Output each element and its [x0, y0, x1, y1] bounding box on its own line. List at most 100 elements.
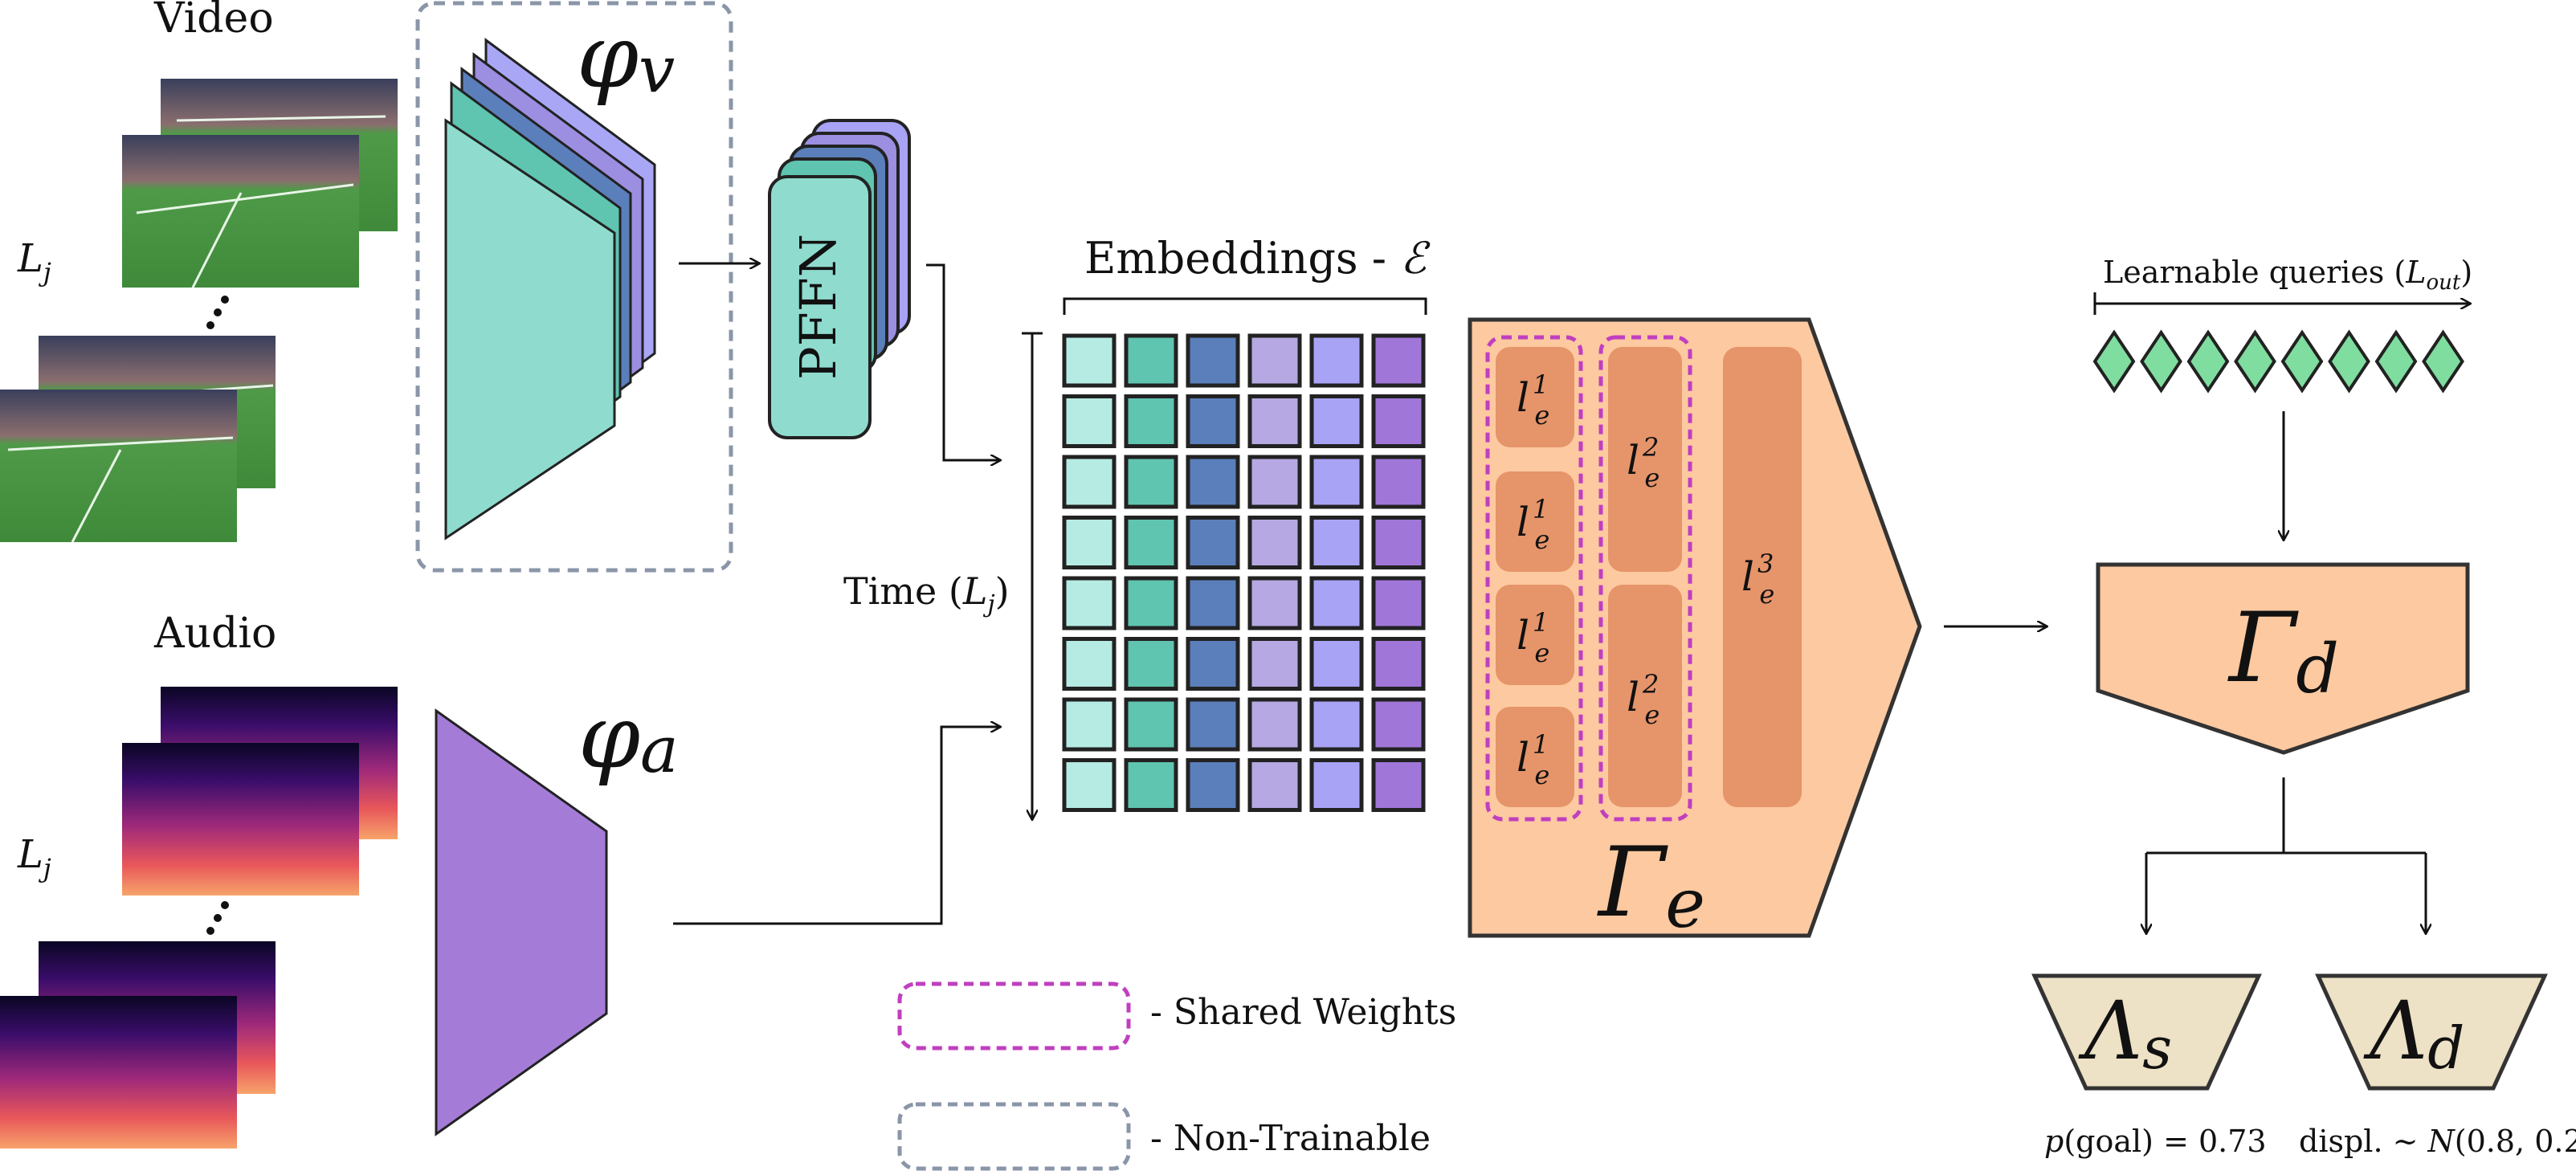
embedding-cell [1124, 333, 1178, 388]
embedding-cell [1309, 455, 1364, 509]
learnable-query [2186, 329, 2230, 394]
embedding-cell [1371, 394, 1426, 448]
learnable-query [2422, 329, 2464, 394]
arrow-audio-to-embeddings [673, 727, 1000, 925]
embedding-cell [1371, 455, 1426, 509]
pffn-stack [768, 119, 911, 439]
svg-text:l2e: l2e [1627, 669, 1659, 730]
audio-spectrograms [0, 687, 398, 1148]
embedding-cell [1247, 758, 1302, 812]
embedding-cell [1309, 758, 1364, 812]
svg-text:l1e: l1e [1517, 729, 1549, 790]
learnable-queries [2092, 329, 2464, 394]
svg-text:l1e: l1e [1517, 494, 1549, 555]
video-encoder [444, 38, 656, 541]
video-frames [0, 79, 398, 543]
embedding-cell [1062, 394, 1117, 448]
encoder-layer-1 [1496, 347, 1574, 447]
embedding-cell [1062, 637, 1117, 691]
embedding-cell [1124, 697, 1178, 752]
embedding-cell [1124, 758, 1178, 812]
encoder-layer-3 [1723, 347, 1802, 807]
non-trainable-box [415, 1, 733, 573]
embedding-cell [1309, 697, 1364, 752]
audio-label: Audio [153, 610, 276, 658]
video-frame [122, 135, 359, 288]
spectrogram [0, 996, 237, 1148]
audio-encoder [435, 708, 608, 1136]
encoder-layer-2 [1608, 585, 1682, 807]
embedding-cell [1186, 576, 1240, 630]
ellipsis-dots [206, 901, 229, 935]
embedding-cell [1186, 697, 1240, 752]
embedding-cell [1371, 576, 1426, 630]
embedding-cell [1124, 576, 1178, 630]
svg-text:l3e: l3e [1741, 549, 1774, 610]
shared-weights-group-1 [1485, 335, 1583, 822]
embedding-cell [1062, 333, 1117, 388]
embedding-cell [1247, 697, 1302, 752]
shared-weights-group-2 [1598, 335, 1692, 822]
embedding-cell [1247, 637, 1302, 691]
embedding-cell [1309, 394, 1364, 448]
legend-nontrainable-label: - Non-Trainable [1150, 1118, 1431, 1159]
embedding-cell [1186, 637, 1240, 691]
embeddings-label: Embeddings - ℰ [1084, 233, 1431, 284]
embedding-cell [1062, 516, 1117, 569]
embedding-cell [1186, 516, 1240, 569]
decoder-symbol: Γd [2227, 593, 2339, 708]
video-length-label: Lj [17, 236, 51, 288]
ellipsis-dots [206, 296, 229, 329]
score-head-symbol: Λs [2078, 984, 2172, 1082]
embedding-cell [1186, 455, 1240, 509]
legend-shared-label: - Shared Weights [1150, 992, 1456, 1033]
embedding-cell [1247, 333, 1302, 388]
embedding-cell [1124, 516, 1178, 569]
embedding-cell [1247, 576, 1302, 630]
learnable-query [2328, 329, 2370, 394]
embedding-cell [1062, 576, 1117, 630]
embedding-cell [1062, 758, 1117, 812]
audio-encoder-symbol: φa [578, 685, 679, 788]
legend-nontrainable-swatch [897, 1102, 1131, 1171]
learnable-query [2092, 329, 2136, 394]
learnable-query [2140, 329, 2182, 394]
svg-text:l1e: l1e [1517, 369, 1549, 430]
embedding-cell [1371, 758, 1426, 812]
transformer-decoder [2096, 562, 2470, 755]
embedding-cell [1247, 455, 1302, 509]
embedding-cell [1309, 576, 1364, 630]
legend-shared-swatch [897, 981, 1131, 1051]
encoder-symbol: Γe [1597, 827, 1705, 943]
learnable-query [2374, 329, 2418, 394]
embedding-cell [1124, 394, 1178, 448]
svg-text:l1e: l1e [1517, 607, 1549, 668]
embedding-cell [1186, 394, 1240, 448]
embedding-cell [1247, 394, 1302, 448]
embedding-cell [1124, 455, 1178, 509]
spectrogram [122, 743, 359, 896]
embedding-cell [1124, 637, 1178, 691]
video-label: Video [153, 0, 274, 43]
embeddings-brace [1063, 297, 1427, 315]
arrow-pffn-to-embeddings [926, 263, 1000, 460]
learnable-query [2234, 329, 2276, 394]
displacement-head [2315, 973, 2548, 1091]
embedding-cell [1062, 697, 1117, 752]
encoder-layer-1 [1496, 471, 1574, 572]
embedding-cell [1371, 697, 1426, 752]
audio-length-label: Lj [17, 832, 51, 883]
learnable-query [2280, 329, 2324, 394]
embedding-cell [1186, 333, 1240, 388]
legend: - Shared Weights - Non-Trainable [897, 981, 1456, 1171]
embedding-cell [1309, 333, 1364, 388]
embedding-cell [1309, 516, 1364, 569]
displacement-head-symbol: Λd [2363, 984, 2464, 1082]
embedding-cell [1309, 637, 1364, 691]
encoder-layer-1 [1496, 707, 1574, 807]
embedding-cell [1371, 637, 1426, 691]
encoder-layers [1496, 347, 1802, 807]
time-label: Time (Lj) [843, 569, 1010, 618]
goal-probability-output: p(goal) = 0.73 [2044, 1124, 2267, 1159]
